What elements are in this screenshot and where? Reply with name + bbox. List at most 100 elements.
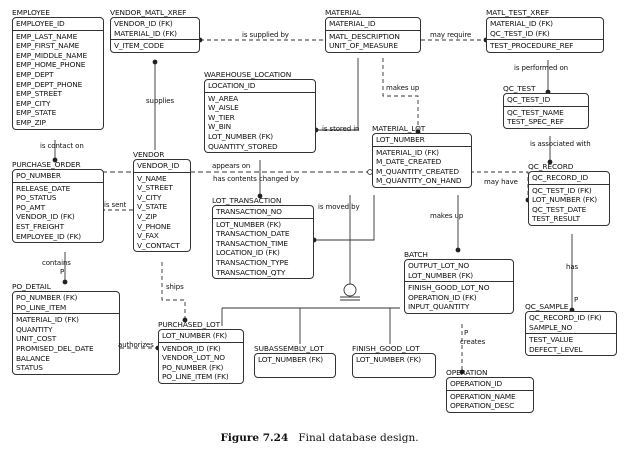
key-field: OPERATION_ID — [450, 379, 503, 388]
key-field: LOT_NUMBER (FK) — [408, 270, 474, 280]
rel-is-stored-in: is stored in — [322, 125, 360, 133]
rel-contains-p: P — [60, 268, 65, 276]
attribute-field: M_DATE_CREATED — [376, 157, 442, 167]
entity-name: LOT_TRANSACTION — [212, 196, 282, 205]
entity-material-lot: MATERIAL_LOT LOT_NUMBER MATERIAL_ID (FK)… — [372, 124, 472, 188]
entity-keys: LOT_NUMBER (FK) — [159, 330, 243, 343]
figure-number: Figure 7.24 — [220, 432, 289, 444]
attribute-field: PO_LINE_ITEM (FK) — [162, 372, 229, 382]
entity-box: LOT_NUMBER (FK) — [352, 353, 436, 378]
rel-makes-up-material: makes up — [386, 84, 420, 92]
entity-keys: LOT_NUMBER (FK) — [353, 354, 435, 377]
entity-name: MATERIAL_LOT — [372, 124, 426, 133]
attribute-field: OPERATION_NAME — [450, 391, 516, 401]
entity-box: MATERIAL_ID (FK)QC_TEST_ID (FK) TEST_PRO… — [486, 17, 604, 53]
attribute-field: TEST_VALUE — [529, 335, 574, 345]
attribute-field: EMP_STREET — [16, 89, 62, 99]
rel-authorizes: authorizes — [118, 341, 154, 349]
rel-creates: creates — [460, 338, 486, 346]
attribute-field: QC_TEST_DATE — [532, 204, 587, 214]
entity-purchased-lot: PURCHASED_LOT LOT_NUMBER (FK) VENDOR_ID … — [158, 320, 244, 384]
rel-creates-p: P — [464, 329, 469, 337]
attribute-field: MATL_DESCRIPTION — [329, 31, 400, 41]
attribute-field: OPERATION_DESC — [450, 401, 515, 411]
attribute-field: EMP_MIDDLE_NAME — [16, 50, 87, 60]
entity-keys: MATERIAL_ID (FK)QC_TEST_ID (FK) — [487, 18, 603, 41]
attribute-field: EMP_DEPT — [16, 69, 54, 79]
attribute-field: V_PHONE — [137, 221, 171, 231]
entity-keys: PO_NUMBER — [13, 170, 103, 183]
attribute-field: EMP_STATE — [16, 108, 57, 118]
attribute-field: M_QUANTITY_CREATED — [376, 166, 459, 176]
attribute-field: V_CONTACT — [137, 240, 180, 250]
attribute-field: V_FAX — [137, 231, 159, 241]
attribute-field: W_AREA — [208, 93, 239, 103]
entity-name: VENDOR_MATL_XREF — [110, 8, 187, 17]
entity-vendor-matl-xref: VENDOR_MATL_XREF VENDOR_ID (FK)MATERIAL_… — [110, 8, 200, 53]
entity-name: VENDOR — [133, 150, 165, 159]
attribute-field: EMP_HOME_PHONE — [16, 60, 86, 70]
key-field: QC_TEST_ID (FK) — [490, 28, 550, 38]
entity-name: MATERIAL — [325, 8, 361, 17]
entity-keys: VENDOR_ID (FK)MATERIAL_ID (FK) — [111, 18, 199, 41]
key-field: QC_RECORD_ID — [532, 173, 589, 182]
entity-keys: QC_TEST_ID — [504, 94, 588, 107]
attribute-field: INPUT_QUANTITY — [408, 302, 470, 312]
attribute-field: W_TIER — [208, 112, 235, 122]
subtype-discriminator-symbol — [340, 283, 360, 301]
entity-name: QC_SAMPLE — [525, 302, 569, 311]
key-field: SAMPLE_NO — [529, 322, 573, 332]
rel-is-contact-on: is contact on — [40, 142, 84, 150]
rel-appears-on: appears on — [212, 162, 251, 170]
entity-box: LOT_NUMBER MATERIAL_ID (FK)M_DATE_CREATE… — [372, 133, 472, 188]
key-field: OUTPUT_LOT_NO — [408, 261, 470, 270]
key-field: VENDOR_ID — [137, 161, 180, 170]
entity-name: FINISH_GOOD_LOT — [352, 344, 420, 353]
attribute-field: EMP_CITY — [16, 98, 51, 108]
attribute-field: PO_AMT — [16, 202, 46, 212]
entity-keys: LOCATION_ID — [205, 80, 315, 93]
edge-is-moved-by — [314, 195, 375, 241]
attribute-field: V_ZIP — [137, 211, 157, 221]
entity-keys: VENDOR_ID — [134, 160, 190, 173]
entity-keys: QC_RECORD_ID — [529, 172, 609, 185]
attribute-field: VENDOR_ID (FK) — [16, 212, 75, 222]
entity-box: PO_NUMBER (FK)PO_LINE_ITEM MATERIAL_ID (… — [12, 291, 120, 375]
attribute-field: V_STREET — [137, 183, 173, 193]
attribute-field: MATERIAL_ID (FK) — [16, 315, 79, 325]
rel-has-p: P — [574, 296, 579, 304]
key-field: LOT_NUMBER (FK) — [356, 355, 422, 364]
attribute-field: TEST_SPEC_REF — [507, 117, 564, 127]
attribute-field: VENDOR_ID (FK) — [162, 343, 221, 353]
entity-box: LOT_NUMBER (FK) VENDOR_ID (FK)VENDOR_LOT… — [158, 329, 244, 384]
attribute-field: V_ITEM_CODE — [114, 41, 164, 51]
key-field: TRANSACTION_NO — [216, 207, 282, 216]
rel-supplies: supplies — [146, 97, 175, 105]
entity-keys: OPERATION_ID — [447, 378, 533, 391]
attribute-field: RELEASE_DATE — [16, 183, 71, 193]
key-field: MATERIAL_ID (FK) — [490, 19, 553, 28]
attribute-field: QC_TEST_NAME — [507, 107, 564, 117]
key-field: LOCATION_ID — [208, 81, 256, 90]
attribute-field: TRANSACTION_TIME — [216, 238, 288, 248]
attribute-field: TRANSACTION_DATE — [216, 229, 290, 239]
attribute-field: EMP_ZIP — [16, 117, 46, 127]
entity-name: WAREHOUSE_LOCATION — [204, 70, 292, 79]
